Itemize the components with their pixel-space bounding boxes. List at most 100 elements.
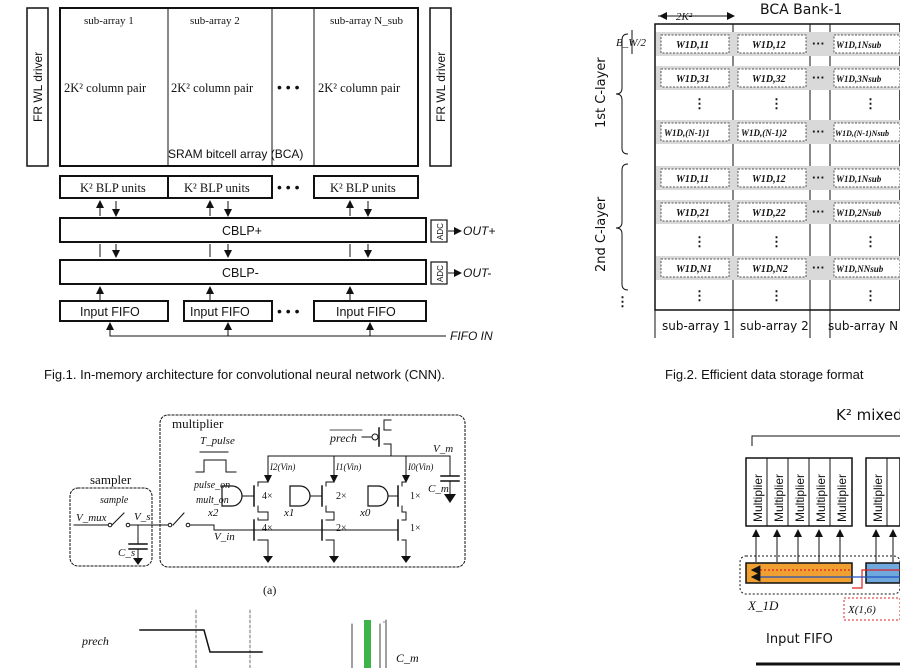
layer2-label: 2nd C-layer <box>594 196 609 272</box>
input-register-orange <box>745 562 853 584</box>
fig4-mixed-signal: K² mixed Multiplier Multiplier Multiplie… <box>739 406 900 666</box>
multiplier-label: Multiplier <box>871 474 885 522</box>
fig4-title: K² mixed <box>836 406 900 424</box>
bw-label: B_W/2 <box>616 37 646 49</box>
cell: W1D,3Nsub <box>836 74 882 84</box>
x16-label: X(1,6) <box>847 604 876 616</box>
blp-unit-1-label: K² BLP units <box>80 181 146 195</box>
adc-minus <box>430 261 448 285</box>
multiplier-label: Multiplier <box>772 474 786 522</box>
fig1-architecture: FR WL driver FR WL driver sub-array 1 su… <box>26 7 495 343</box>
sample-label: sample <box>100 495 129 506</box>
column-pair-2: 2K² column pair <box>171 81 254 95</box>
cell: W1D,21 <box>676 208 710 219</box>
svg-text:⋮: ⋮ <box>616 294 629 309</box>
ellipsis-dots: • • • <box>277 303 300 319</box>
subarray-2-label: sub-array 2 <box>190 15 240 27</box>
cblp-plus-block <box>59 217 427 243</box>
svg-text:···: ··· <box>812 70 825 85</box>
tpulse-label: T_pulse <box>200 435 235 447</box>
svg-text:⋮: ⋮ <box>770 288 783 303</box>
cell: W1D,31 <box>676 74 710 85</box>
size-label: 2× <box>336 491 347 502</box>
subarray-n-label: sub-array N_sub <box>330 15 404 27</box>
cm-label: C_m <box>428 483 449 495</box>
out-plus-label: OUT+ <box>463 224 495 238</box>
timing-prech-label: prech <box>81 634 109 648</box>
svg-text:⋮: ⋮ <box>864 288 877 303</box>
ellipsis-dots: • • • <box>277 79 300 95</box>
input-fifo-n <box>313 300 427 322</box>
bottom-label-1: sub-array 1 <box>662 319 731 333</box>
left-wl-driver <box>26 7 49 167</box>
multiplier-label: Multiplier <box>751 474 765 522</box>
svg-text:⋮: ⋮ <box>693 96 706 111</box>
right-wl-driver-label: FR WL driver <box>434 52 448 122</box>
timing-cm-label: C_m <box>396 651 419 665</box>
bitcell-array-box <box>59 7 419 167</box>
i2-label: I2(Vin) <box>269 462 295 472</box>
svg-text:···: ··· <box>812 36 825 51</box>
multiplier-label: multiplier <box>172 416 224 431</box>
blp-unit-n <box>313 175 419 199</box>
cell: W1D,NNsub <box>836 264 884 274</box>
svg-text:···: ··· <box>812 124 825 139</box>
svg-text:⋮: ⋮ <box>770 96 783 111</box>
cblp-minus-label: CBLP- <box>222 266 259 280</box>
vin-label: V_in <box>214 531 235 543</box>
mult-on-label: mult_on <box>196 495 229 506</box>
svg-text:⋮: ⋮ <box>693 288 706 303</box>
size-label: 1× <box>410 523 421 534</box>
input-fifo-n-label: Input FIFO <box>336 305 396 319</box>
cell: W1D,22 <box>752 208 786 219</box>
size-label: 1× <box>410 491 421 502</box>
bca-label: SRAM bitcell array (BCA) <box>168 147 303 161</box>
input-fifo-1-label: Input FIFO <box>80 305 140 319</box>
cell: W1D,11 <box>676 40 709 51</box>
size-label: 2× <box>336 523 347 534</box>
cell: W1D,12 <box>752 174 786 185</box>
right-wl-driver <box>429 7 452 167</box>
cell: W1D,32 <box>752 74 786 85</box>
multiplier-label: Multiplier <box>835 474 849 522</box>
column-pair-1: 2K² column pair <box>64 81 147 95</box>
input-fifo-1 <box>59 300 169 322</box>
column-pair-n: 2K² column pair <box>318 81 401 95</box>
pulse-on-label: pulse_on <box>193 480 230 491</box>
svg-text:···: ··· <box>812 170 825 185</box>
sampler-label: sampler <box>90 472 132 487</box>
cell: W1D,12 <box>752 40 786 51</box>
left-wl-driver-label: FR WL driver <box>31 52 45 122</box>
multiplier-label: Multiplier <box>814 474 828 522</box>
ellipsis-dots: • • • <box>277 179 300 195</box>
fig1-caption: Fig.1. In-memory architecture for convol… <box>44 367 445 382</box>
fig3-circuit: multiplier sampler T_pulse prech V_m C_m… <box>69 414 466 668</box>
cell: W1D,(N-1)2 <box>741 128 787 138</box>
prech-label: prech <box>329 431 357 445</box>
sub-caption-a: (a) <box>263 583 276 597</box>
adc-minus-label: ADC <box>436 265 445 282</box>
size-label: 4× <box>262 523 273 534</box>
width-label: 2K² <box>676 11 693 23</box>
multiplier-group <box>745 457 900 527</box>
fifo-in-label: FIFO IN <box>450 329 493 343</box>
svg-text:⋮: ⋮ <box>864 96 877 111</box>
adc-plus <box>430 219 448 243</box>
cell: W1D,1Nsub <box>836 174 882 184</box>
svg-text:⋮: ⋮ <box>864 234 877 249</box>
blp-unit-2 <box>167 175 273 199</box>
x1d-label: X_1D <box>747 598 779 613</box>
svg-text:⋮: ⋮ <box>693 234 706 249</box>
i1-label: I1(Vin) <box>335 462 361 472</box>
cell: W1D,11 <box>676 174 709 185</box>
cblp-plus-label: CBLP+ <box>222 224 262 238</box>
cs-label: C_s <box>118 547 135 559</box>
cblp-minus-block <box>59 259 427 285</box>
bank-title: BCA Bank-1 <box>760 2 842 18</box>
sampler-box <box>69 487 153 567</box>
subarray-1-label: sub-array 1 <box>84 15 134 27</box>
layer1-label: 1st C-layer <box>594 57 609 128</box>
fig2-caption: Fig.2. Efficient data storage format <box>665 367 864 382</box>
bottom-label-2: sub-array 2 <box>740 319 809 333</box>
